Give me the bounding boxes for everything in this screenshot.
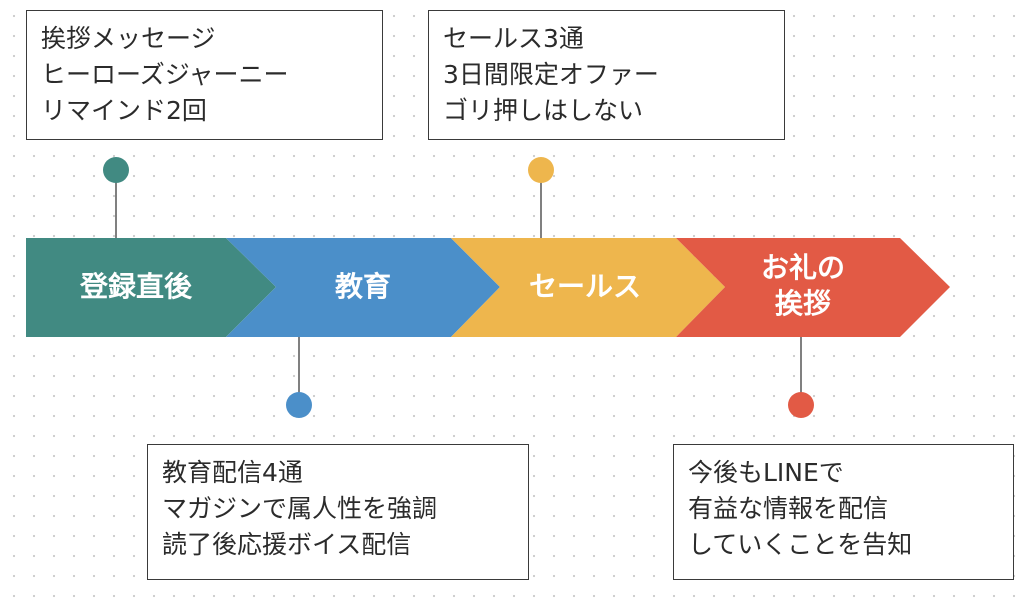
phase-label-line: 登録直後 xyxy=(79,270,192,303)
note-line: 挨拶メッセージ xyxy=(41,24,216,53)
phase-segment-thanks xyxy=(676,238,950,337)
note-thanks: 今後もLINEで 有益な情報を配信 していくことを告知 xyxy=(673,444,1014,580)
note-line: セールス3通 xyxy=(443,24,584,53)
note-post-registration: 挨拶メッセージ ヒーローズジャーニー リマインド2回 xyxy=(26,10,383,140)
phase-segment-post-registration xyxy=(26,238,276,337)
note-line: 今後もLINEで xyxy=(688,458,844,487)
note-line: マガジンで属人性を強調 xyxy=(162,494,438,523)
note-line: 3日間限定オファー xyxy=(443,60,659,89)
note-line: 教育配信4通 xyxy=(162,458,303,487)
phase-label-thanks: お礼の 挨拶 xyxy=(738,250,868,322)
markers xyxy=(103,157,814,418)
phase-label-line: セールス xyxy=(528,270,641,303)
note-line: リマインド2回 xyxy=(41,96,207,125)
phase-label-line: 挨拶 xyxy=(774,287,831,320)
phase-segment-sales xyxy=(451,238,725,337)
phase-label-post-registration: 登録直後 xyxy=(46,269,226,305)
note-sales: セールス3通 3日間限定オファー ゴリ押しはしない xyxy=(428,10,785,140)
note-line: 有益な情報を配信 xyxy=(688,494,889,523)
marker-post-registration xyxy=(103,157,129,183)
process-arrow xyxy=(26,238,950,337)
phase-label-sales: セールス xyxy=(505,269,665,305)
note-line: 読了後応援ボイス配信 xyxy=(162,530,412,559)
note-education: 教育配信4通 マガジンで属人性を強調 読了後応援ボイス配信 xyxy=(147,444,529,580)
note-line: していくことを告知 xyxy=(688,530,913,559)
note-line: ヒーローズジャーニー xyxy=(41,60,289,89)
phase-segment-education xyxy=(226,238,500,337)
marker-education xyxy=(286,392,312,418)
note-line: ゴリ押しはしない xyxy=(443,96,644,125)
phase-label-line: お礼の xyxy=(760,251,845,284)
marker-thanks xyxy=(788,392,814,418)
marker-sales xyxy=(528,157,554,183)
phase-label-education: 教育 xyxy=(288,269,438,305)
phase-label-line: 教育 xyxy=(334,270,391,303)
